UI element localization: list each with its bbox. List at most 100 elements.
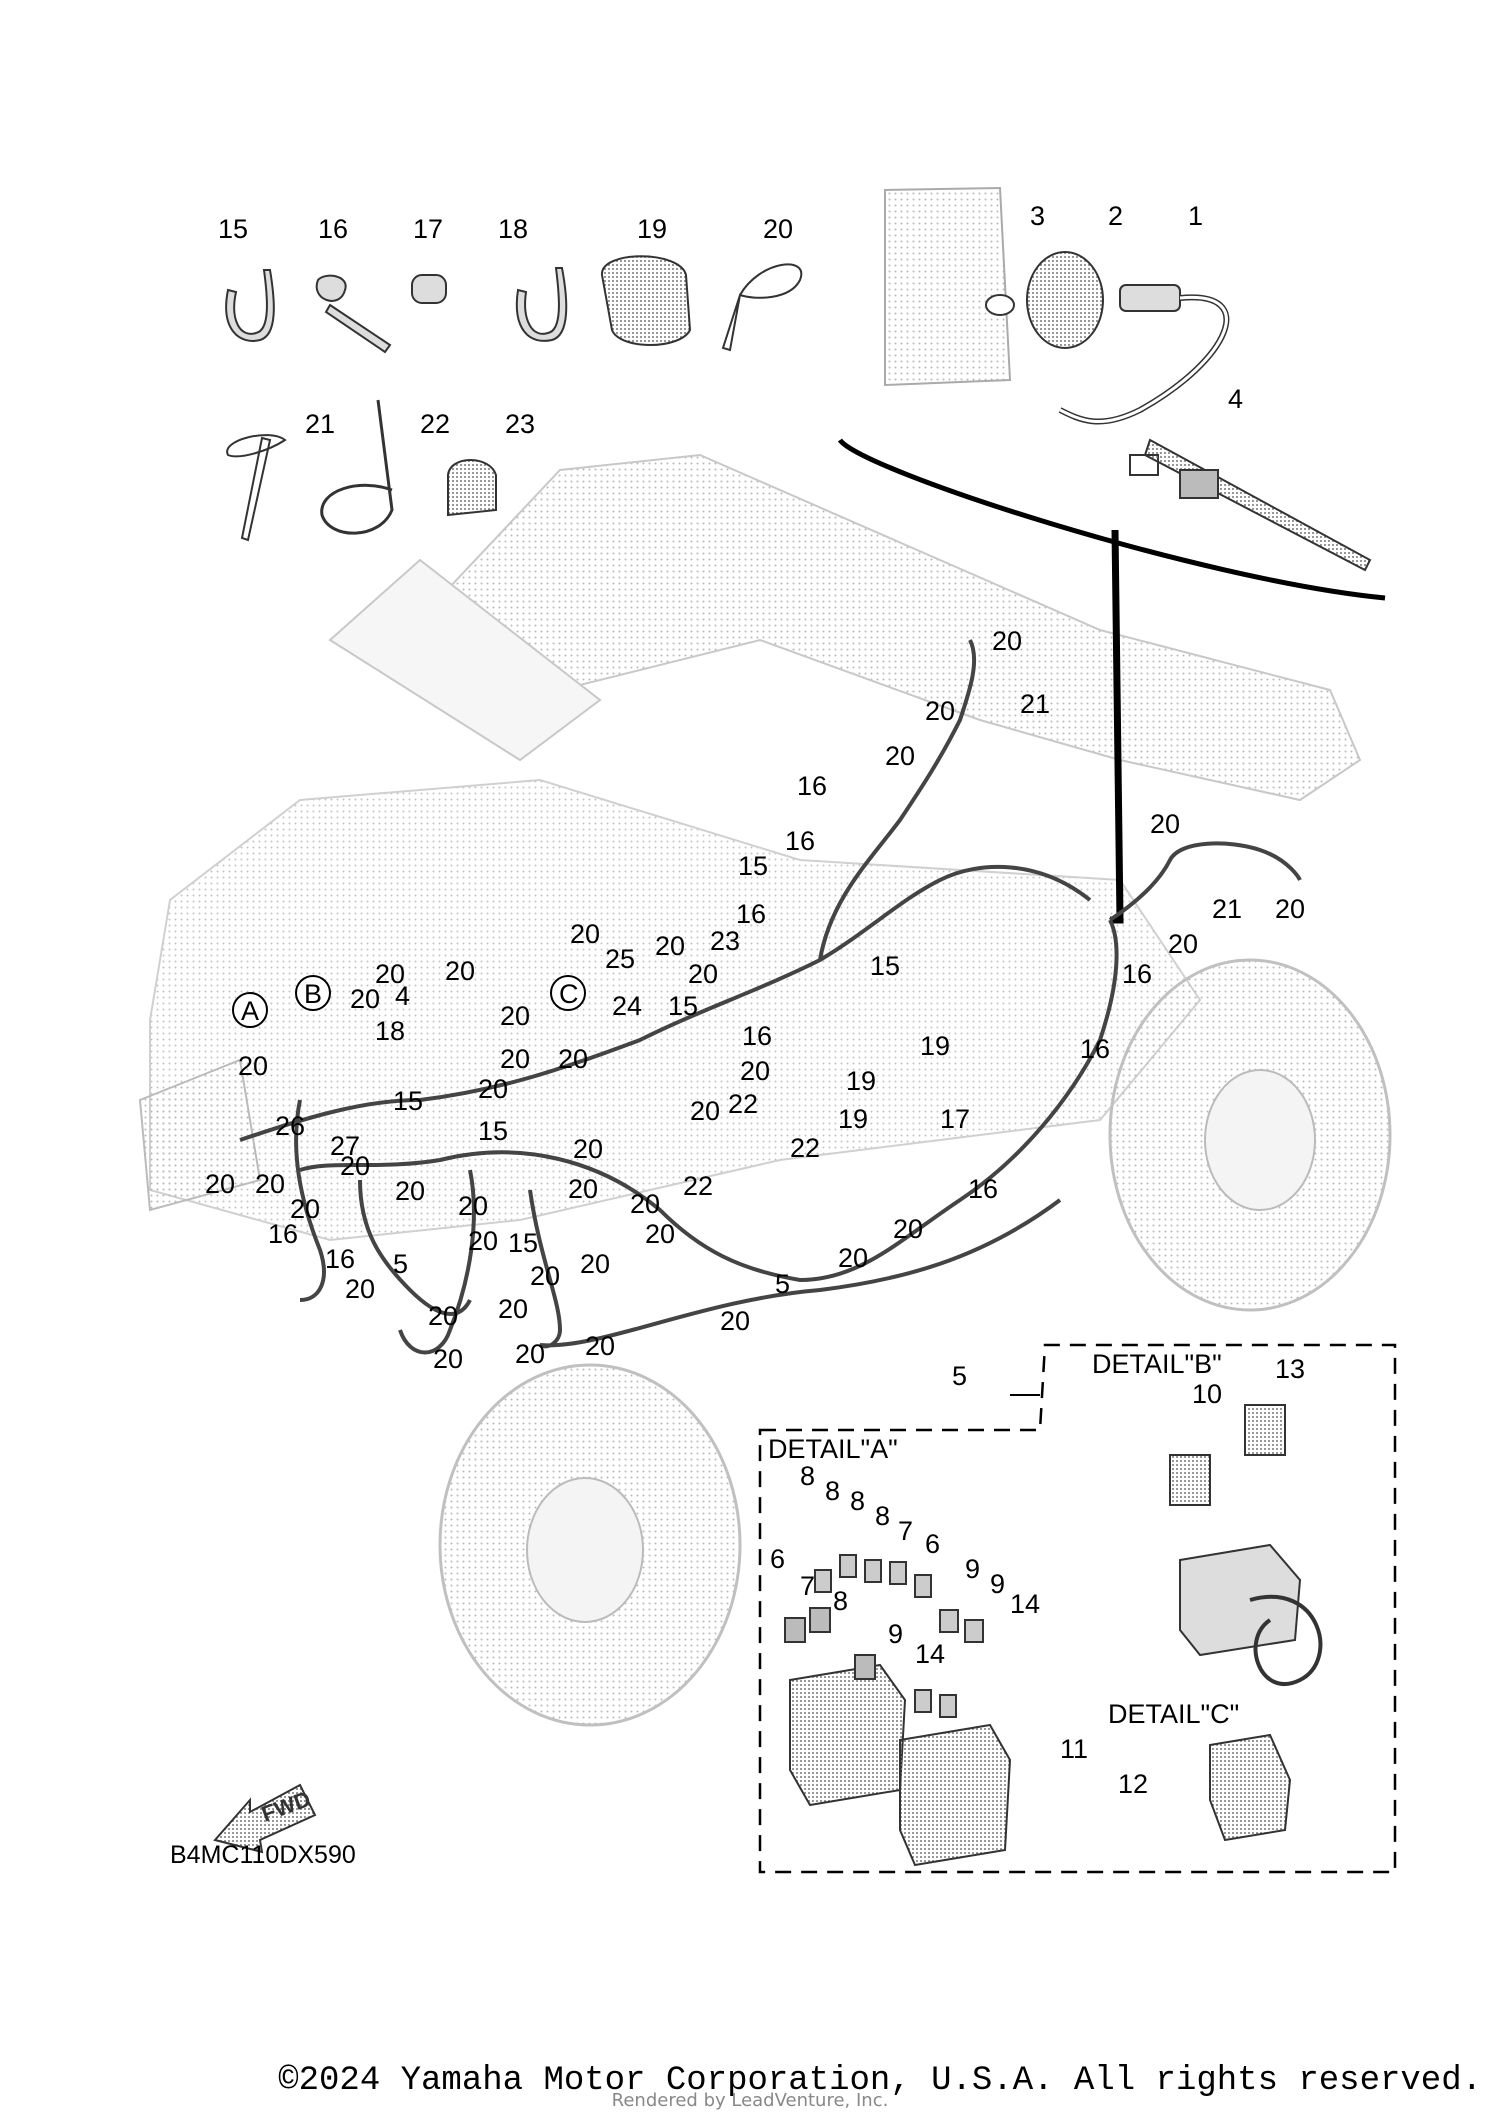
detail-a-title: DETAIL"A" [768,1434,898,1464]
wire-harness [239,639,1302,1355]
svg-text:27: 27 [330,1131,360,1161]
svg-text:24: 24 [612,991,642,1021]
callout-1: 1 [1188,201,1203,231]
svg-text:23: 23 [710,926,740,956]
svg-text:20: 20 [893,1214,923,1244]
circle-b: B [304,979,322,1009]
svg-text:20: 20 [630,1189,660,1219]
callout-21: 21 [305,409,335,439]
callout-15: 15 [218,214,248,244]
svg-text:16: 16 [325,1244,355,1274]
svg-text:9: 9 [990,1569,1005,1599]
circle-markers: A B C [232,975,586,1028]
svg-text:15: 15 [508,1228,538,1258]
svg-text:16: 16 [1122,959,1152,989]
svg-text:15: 15 [668,991,698,1021]
clip-23-icon [447,459,497,517]
svg-text:21: 21 [1020,689,1050,719]
svg-text:20: 20 [655,931,685,961]
svg-text:20: 20 [570,919,600,949]
svg-text:8: 8 [833,1586,848,1616]
callout-4: 4 [1228,384,1243,414]
svg-text:20: 20 [428,1301,458,1331]
svg-text:20: 20 [1150,809,1180,839]
svg-text:20: 20 [925,696,955,726]
svg-text:8: 8 [850,1486,865,1516]
svg-text:20: 20 [255,1169,285,1199]
svg-text:25: 25 [605,944,635,974]
svg-text:20: 20 [478,1074,508,1104]
svg-text:9: 9 [888,1619,903,1649]
clip-16-icon [315,274,392,354]
svg-text:15: 15 [870,951,900,981]
svg-text:12: 12 [1118,1769,1148,1799]
clip-19-icon [600,255,692,346]
callout-2: 2 [1108,201,1123,231]
svg-text:16: 16 [268,1219,298,1249]
svg-text:16: 16 [785,826,815,856]
svg-text:16: 16 [736,899,766,929]
svg-text:20: 20 [238,1051,268,1081]
svg-text:20: 20 [1275,894,1305,924]
svg-text:6: 6 [770,1544,785,1574]
clip-22-icon [320,399,394,535]
clip-21-icon [226,434,287,542]
svg-text:8: 8 [825,1476,840,1506]
svg-text:20: 20 [568,1174,598,1204]
svg-text:20: 20 [433,1344,463,1374]
svg-text:5: 5 [393,1249,408,1279]
svg-text:14: 14 [915,1639,945,1669]
svg-text:7: 7 [800,1571,815,1601]
svg-text:20: 20 [992,626,1022,656]
clip-17-icon [411,274,447,304]
svg-text:20: 20 [515,1339,545,1369]
svg-text:11: 11 [1060,1734,1088,1764]
svg-text:20: 20 [1168,929,1198,959]
svg-text:8: 8 [875,1501,890,1531]
svg-text:20: 20 [585,1331,615,1361]
callout-19: 19 [637,214,667,244]
svg-text:20: 20 [395,1176,425,1206]
svg-text:20: 20 [838,1243,868,1273]
callout-23: 23 [505,409,535,439]
o-ring-part-3 [985,294,1015,316]
svg-text:20: 20 [500,1044,530,1074]
svg-text:19: 19 [920,1031,950,1061]
svg-text:18: 18 [375,1016,405,1046]
detail-boxes [758,1343,1397,1874]
svg-text:20: 20 [530,1261,560,1291]
svg-text:22: 22 [683,1171,713,1201]
svg-text:20: 20 [345,1274,375,1304]
svg-text:20: 20 [720,1306,750,1336]
svg-text:5: 5 [775,1269,790,1299]
circle-c: C [559,979,579,1009]
svg-text:26: 26 [275,1111,305,1141]
svg-text:20: 20 [445,956,475,986]
svg-text:15: 15 [738,851,768,881]
detail-callouts: DETAIL"B" DETAIL"A" DETAIL"C" 10 13 8 8 … [768,1349,1305,1799]
callout-18: 18 [498,214,528,244]
clip-15-icon [225,269,275,342]
svg-text:22: 22 [790,1133,820,1163]
svg-text:16: 16 [797,771,827,801]
copyright-notice: ©2024 Yamaha Motor Corporation, U.S.A. A… [278,2062,1482,2100]
svg-text:21: 21 [1212,894,1242,924]
svg-text:20: 20 [740,1056,770,1086]
svg-text:17: 17 [940,1104,970,1134]
svg-text:13: 13 [1275,1354,1305,1384]
svg-text:19: 19 [838,1104,868,1134]
svg-text:14: 14 [1010,1589,1040,1619]
callout-16: 16 [318,214,348,244]
legend-callouts: 15 16 17 18 19 20 21 22 23 3 2 1 4 [218,201,1243,439]
svg-text:20: 20 [690,1096,720,1126]
fuse-block-detail-a [784,1554,1012,1867]
callout-3: 3 [1030,201,1045,231]
svg-text:15: 15 [478,1116,508,1146]
rendered-by-watermark: Rendered by LeadVenture, Inc. [611,2090,889,2111]
detail-c-title: DETAIL"C" [1108,1699,1239,1729]
svg-text:16: 16 [742,1021,772,1051]
svg-text:20: 20 [205,1169,235,1199]
svg-text:20: 20 [885,741,915,771]
clip-icons [225,255,803,542]
